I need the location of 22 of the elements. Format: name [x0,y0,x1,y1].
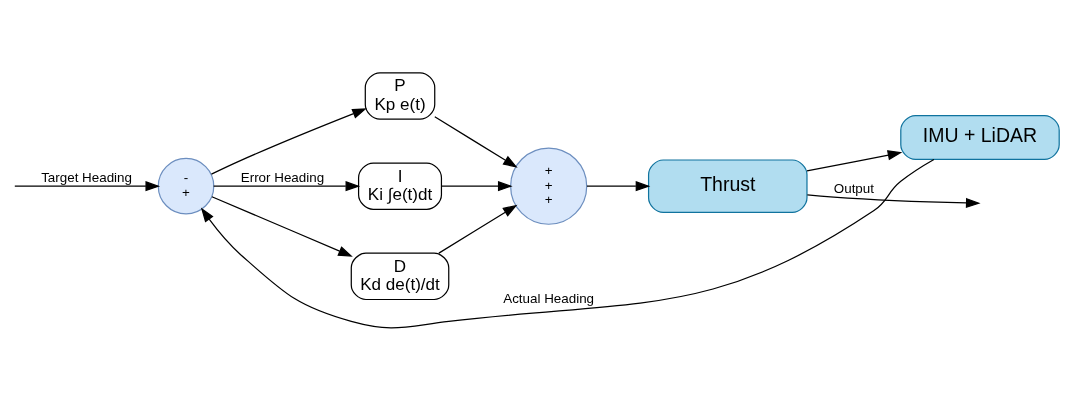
arrow [440,180,513,191]
node-circle: - + [157,157,215,215]
arrow [806,149,903,172]
edge-label: Target Heading [41,169,132,185]
arrow [200,158,935,329]
node-box: D Kd de(t)/dt [350,252,450,300]
arrow [211,195,353,257]
arrow [586,180,651,191]
node-box: Thrust [647,158,808,213]
arrow [438,204,518,254]
arrow [14,180,161,191]
node-circle: + + + [510,147,588,225]
arrow [210,107,367,175]
arrow [806,193,981,208]
arrow [213,180,361,191]
node-box: I Ki ∫e(t)dt [357,161,443,210]
node-box: P Kp e(t) [364,71,436,120]
edge-label: Actual Heading [503,290,595,306]
arrow [434,115,518,168]
node-box: IMU + LiDAR [900,114,1060,160]
edge-label: Error Heading [240,169,325,185]
edge-label: Output [833,180,874,196]
